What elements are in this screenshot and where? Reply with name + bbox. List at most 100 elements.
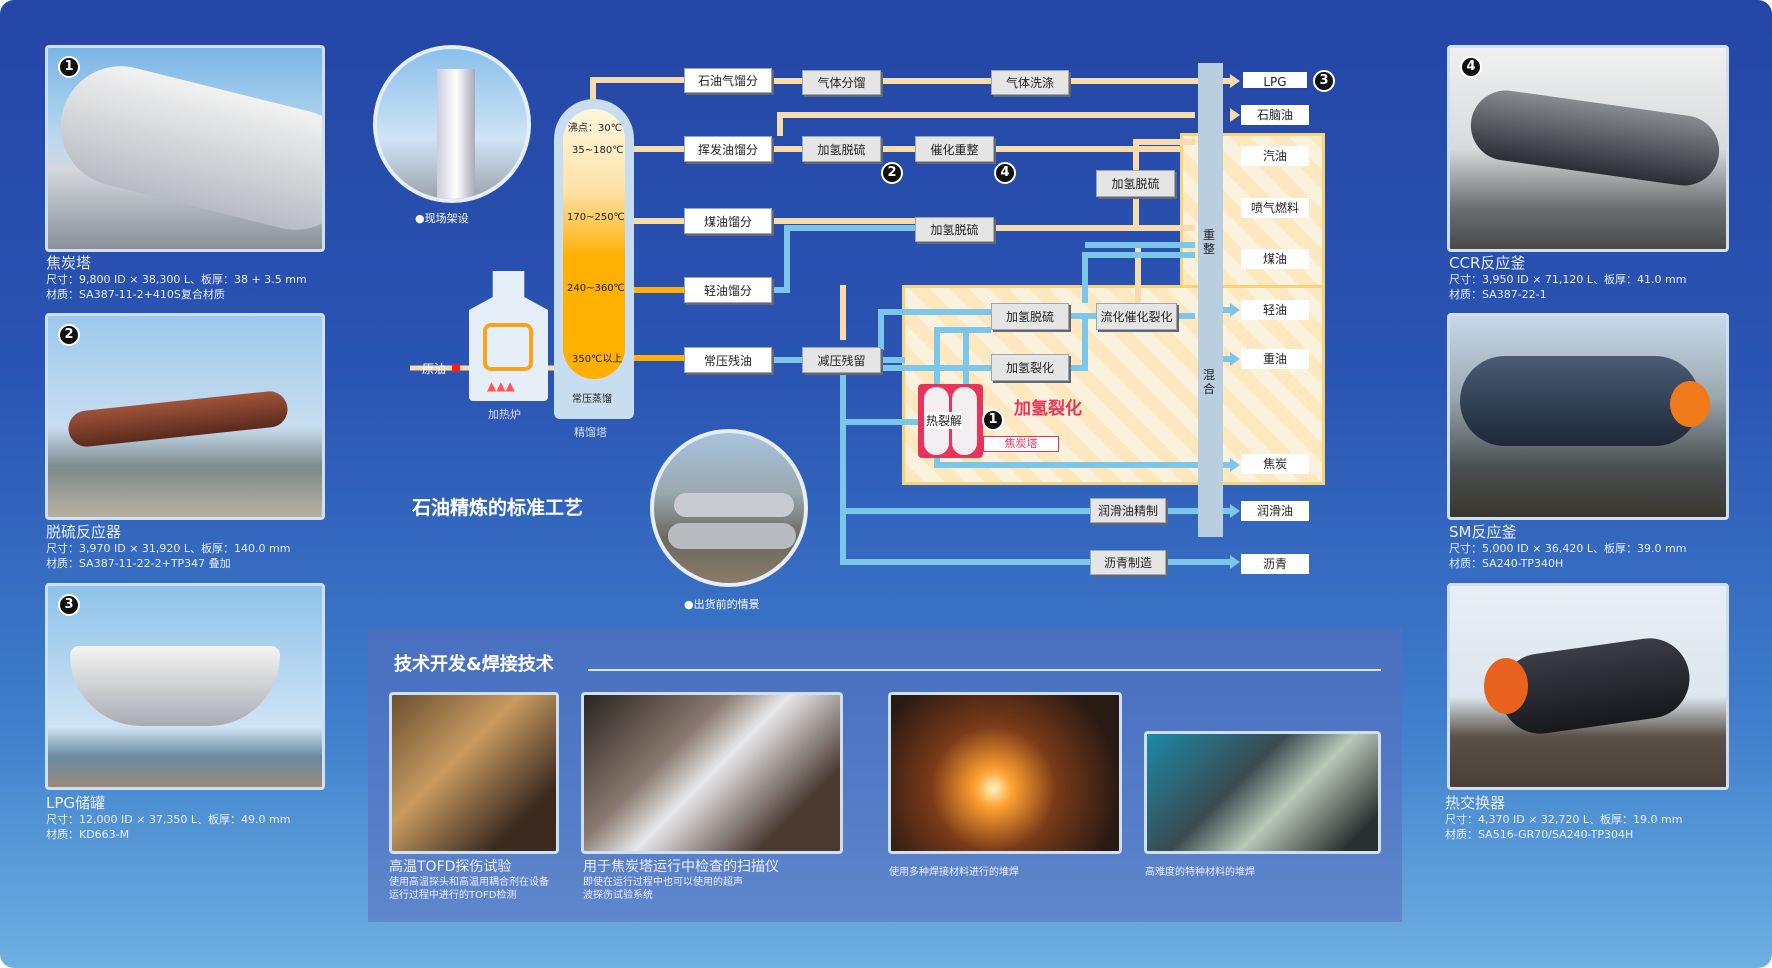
catalytic-reforming-box: 催化重整 [915,136,994,162]
hds-box-1: 加氢脱硫 [802,136,881,162]
site-erection-label: ●现场架设 [415,212,469,225]
output-kerosene: 煤油 [1241,249,1309,269]
output-heavy-oil: 重油 [1241,349,1309,369]
crude-inlet-icon [452,364,460,372]
tofd-caption: 高温TOFD探伤试验 使用高温探头和高温用耦合剂在设备 运行过程中进行的TOFD… [389,858,549,902]
furnace-label: 加热炉 [488,408,521,421]
hydrocracking-zone-title: 加氢裂化 [1014,399,1082,419]
item-title: 焦炭塔 [46,254,92,272]
lpg-tank-caption: LPG储罐 尺寸：12,000 ID × 37,350 L、板厚：49.0 mm… [46,794,290,842]
item-material: 材质：SA387-22-1 [1449,288,1547,301]
coke-drum-photo [45,45,325,252]
marker-1: 1 [58,56,80,78]
marker-3: 3 [58,594,80,616]
item-material: 材质：SA387-11-22-2+TP347 叠加 [46,557,231,570]
photo-desc: 使用高温探头和高温用耦合剂在设备 [389,877,549,888]
site-erection-photo [373,45,531,203]
item-size: 尺寸：9,800 ID × 38,300 L、板厚：38 + 3.5 mm [46,273,307,286]
reform-label: 重整 [1203,228,1216,256]
item-size: 尺寸：12,000 ID × 37,350 L、板厚：49.0 mm [46,813,291,826]
special-material-welding-photo [1144,731,1381,854]
item-title: LPG储罐 [46,794,106,812]
title-divider [588,669,1381,671]
item-material: 材质：SA240-TP340H [1449,557,1564,570]
coke-drum-caption: 焦炭塔 尺寸：9,800 ID × 38,300 L、板厚：38 + 3.5 m… [46,254,307,302]
column-inner-label: 常压蒸馏 [572,394,612,405]
photo-title: 用于焦炭塔运行中检查的扫描仪 [583,859,779,875]
sm-reactor-photo [1447,313,1729,520]
fcc-box: 流化催化裂化 [1096,303,1177,330]
hds-box-2: 加氢脱硫 [915,217,994,242]
crude-oil-label: 原油 [422,362,447,376]
output-lpg: LPG [1241,70,1309,90]
output-asphalt: 沥青 [1241,554,1309,574]
residue-fraction-box: 常压残油 [684,347,772,373]
ccr-reactor-caption: CCR反应釜 尺寸：3,950 ID × 71,120 L、板厚：41.0 mm… [1449,254,1686,302]
output-gasoline: 汽油 [1241,146,1309,166]
light-oil-fraction-box: 轻油馏分 [684,277,772,303]
item-title: SM反应釜 [1449,523,1517,541]
pre-shipment-label: ●出货前的情景 [684,598,760,611]
item-material: 材质：SA516-GR70/SA240-TP304H [1445,828,1634,841]
item-title: CCR反应釜 [1449,254,1526,272]
temp-label: 240~360℃ [567,283,625,294]
marker-2: 2 [881,162,903,184]
desulfurization-reactor-photo [45,313,325,520]
sm-reactor-caption: SM反应釜 尺寸：5,000 ID × 36,420 L、板厚：39.0 mm … [1449,523,1686,571]
item-material: 材质：SA387-11-2+410S复合材质 [46,288,225,301]
output-naphtha: 石脑油 [1241,105,1309,125]
photo-title: 高温TOFD探伤试验 [389,859,512,875]
naphtha-fraction-box: 挥发油馏分 [684,136,772,162]
heat-exchanger-photo [1447,583,1729,790]
column-label: 精馏塔 [574,426,607,439]
item-size: 尺寸：3,950 ID × 71,120 L、板厚：41.0 mm [1449,273,1687,286]
heat-exchanger-caption: 热交换器 尺寸：4,370 ID × 32,720 L、板厚：19.0 mm 材… [1445,794,1682,842]
pipe-lpg [590,77,684,106]
coker-label: 焦炭塔 [983,436,1059,452]
item-title: 热交换器 [1445,794,1506,812]
temp-label: 170~250℃ [567,212,625,223]
temp-label: 35~180℃ [572,145,624,156]
hds-box-3: 加氢脱硫 [991,303,1069,330]
marker-2: 2 [58,324,80,346]
mixing-bar: 重整 混合 [1198,63,1223,537]
lpg-fraction-box: 石油气馏分 [684,68,772,93]
output-light-oil: 轻油 [1241,300,1309,320]
lpg-tank-photo [45,583,325,790]
output-coke: 焦炭 [1241,454,1309,474]
asphalt-making-box: 沥青制造 [1090,550,1166,575]
pre-shipment-photo [650,429,808,587]
item-material: 材质：KD663-M [46,828,130,841]
photo-desc: 运行过程中进行的TOFD检测 [389,890,517,901]
marker-3: 3 [1313,70,1335,92]
gas-fractionation-box: 气体分馏 [802,70,881,95]
photo-desc: 波探伤试验系统 [583,890,653,901]
temp-label: 沸点：30℃ [568,123,622,134]
marker-4: 4 [994,162,1016,184]
marker-1: 1 [982,409,1004,431]
item-size: 尺寸：3,970 ID × 31,920 L、板厚：140.0 mm [46,542,291,555]
output-jet-fuel: 喷气燃料 [1241,198,1309,218]
output-lube-oil: 润滑油 [1241,501,1309,521]
marker-4: 4 [1460,56,1482,78]
photo-desc: 即使在运行过程中也可以使用的超声 [583,877,743,888]
scanner-photo [581,692,843,854]
hydrocracking-box: 加氢裂化 [991,354,1069,381]
hds-box-4: 加氢脱硫 [1096,170,1175,197]
tofd-photo [389,692,559,854]
gas-washing-box: 气体洗涤 [991,70,1069,95]
mix-label: 混合 [1203,368,1216,396]
kerosene-fraction-box: 煤油馏分 [684,208,772,234]
thermal-cracking-unit: 热裂解 [918,384,983,458]
process-title: 石油精炼的标准工艺 [412,497,584,519]
overlay-welding-caption: 使用多种焊接材料进行的堆焊 [889,867,1019,878]
desulfurization-reactor-caption: 脱硫反应器 尺寸：3,970 ID × 31,920 L、板厚：140.0 mm… [46,523,290,571]
item-size: 尺寸：5,000 ID × 36,420 L、板厚：39.0 mm [1449,542,1687,555]
tech-title: 技术开发&焊接技术 [394,654,554,675]
temp-label: 350℃以上 [572,354,623,365]
item-size: 尺寸：4,370 ID × 32,720 L、板厚：19.0 mm [1445,813,1683,826]
vacuum-residue-box: 减压残留 [802,347,881,373]
item-title: 脱硫反应器 [46,523,122,541]
special-material-welding-caption: 高难度的特种材料的堆焊 [1145,867,1255,878]
